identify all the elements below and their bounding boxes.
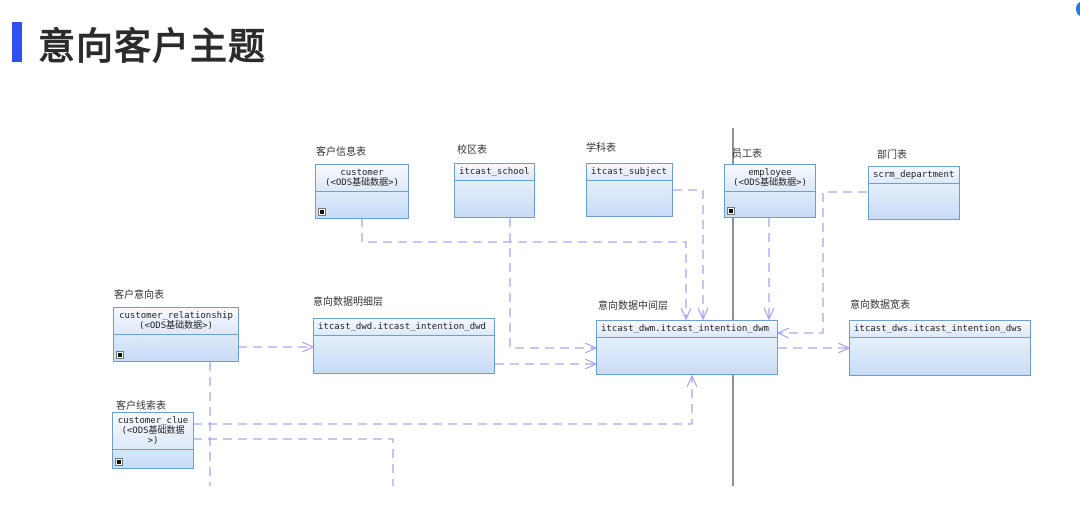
- relationship-table-header: customer_relationship (<ODS基础数据>): [114, 308, 238, 335]
- shortcut-icon: [727, 207, 735, 215]
- dwm-table-label: 意向数据中间层: [598, 301, 668, 312]
- clue-table-stereotype-end: >): [147, 436, 159, 446]
- employee-table-header: employee (<ODS基础数据>): [725, 165, 815, 192]
- employee-table-name: employee: [748, 168, 792, 178]
- page-title: 意向客户主题: [38, 25, 266, 68]
- school-table[interactable]: itcast_school: [454, 163, 535, 218]
- customer-table[interactable]: customer (<ODS基础数据>): [315, 164, 409, 219]
- customer-table-name: customer: [340, 168, 384, 178]
- dwd-table-name: itcast_dwd.itcast_intention_dwd: [314, 319, 494, 336]
- clue-table-stereotype: (<ODS基础数据: [121, 426, 185, 436]
- dep-subject-dwm: [673, 189, 703, 319]
- shortcut-icon: [116, 351, 124, 359]
- department-table-label: 部门表: [877, 150, 907, 161]
- employee-table-stereotype: (<ODS基础数据>): [733, 178, 807, 188]
- dep-customer-dwm: [361, 218, 686, 319]
- dep-department-dwm: [778, 191, 867, 333]
- shortcut-icon: [115, 458, 123, 466]
- school-table-name: itcast_school: [455, 164, 534, 181]
- customer-table-header: customer (<ODS基础数据>): [316, 165, 408, 192]
- employee-table[interactable]: employee (<ODS基础数据>): [724, 164, 816, 218]
- clue-table[interactable]: customer_clue (<ODS基础数据 >): [112, 412, 194, 469]
- relationship-table[interactable]: customer_relationship (<ODS基础数据>): [113, 307, 239, 362]
- dep-school-dwm: [509, 218, 596, 348]
- relationship-table-stereotype: (<ODS基础数据>): [139, 321, 213, 331]
- customer-table-label: 客户信息表: [316, 147, 366, 158]
- dws-table-label: 意向数据宽表: [850, 300, 910, 311]
- corner-indicator: [1076, 2, 1080, 16]
- title-accent-bar: [12, 22, 22, 62]
- clue-table-name: customer_clue: [117, 416, 189, 426]
- dwm-table[interactable]: itcast_dwm.itcast_intention_dwm: [596, 320, 778, 375]
- relationship-table-label: 客户意向表: [114, 290, 164, 301]
- department-table-name: scrm_department: [869, 167, 959, 184]
- shortcut-icon: [318, 208, 326, 216]
- dep-clue-down: [193, 438, 394, 486]
- department-table[interactable]: scrm_department: [868, 166, 960, 220]
- dws-table-name: itcast_dws.itcast_intention_dws: [850, 321, 1030, 338]
- employee-table-label: 员工表: [732, 149, 762, 160]
- dwd-table[interactable]: itcast_dwd.itcast_intention_dwd: [313, 318, 495, 374]
- customer-table-stereotype: (<ODS基础数据>): [325, 178, 399, 188]
- clue-table-label: 客户线索表: [116, 401, 166, 412]
- dep-clue-dwm: [193, 376, 692, 425]
- dwd-table-label: 意向数据明细层: [313, 297, 383, 308]
- school-table-label: 校区表: [457, 145, 487, 156]
- subject-table-label: 学科表: [586, 143, 616, 154]
- relationship-table-name: customer_relationship: [119, 311, 233, 321]
- dwm-table-name: itcast_dwm.itcast_intention_dwm: [597, 321, 777, 338]
- subject-table[interactable]: itcast_subject: [586, 163, 673, 217]
- clue-table-header: customer_clue (<ODS基础数据 >): [113, 413, 193, 450]
- subject-table-name: itcast_subject: [587, 164, 672, 181]
- dws-table[interactable]: itcast_dws.itcast_intention_dws: [849, 320, 1031, 376]
